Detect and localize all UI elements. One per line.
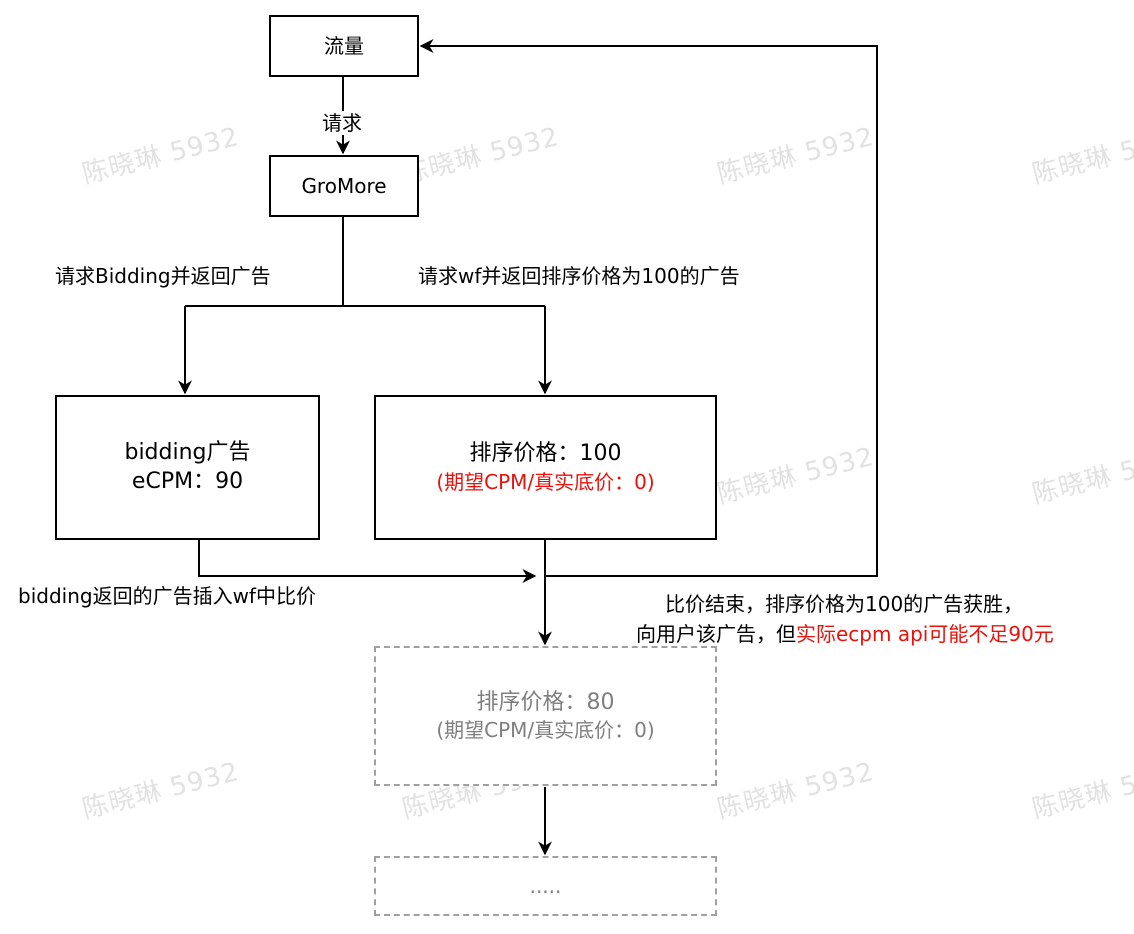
result-line-2-plain: 向用户该广告，但 <box>636 622 796 646</box>
label-request-wf: 请求wf并返回排序价格为100的广告 <box>418 264 740 288</box>
result-line-2-highlight: 实际ecpm api可能不足90元 <box>796 622 1054 646</box>
bidding-ad-ecpm: eCPM：90 <box>131 468 244 494</box>
label-request: 请求 <box>320 111 364 135</box>
node-traffic-label: 流量 <box>324 34 364 58</box>
node-gromore-label: GroMore <box>301 174 387 198</box>
node-wf-80: 排序价格：80 (期望CPM/真实底价：0) <box>374 646 717 786</box>
wf-80-price: 排序价格：80 <box>476 689 615 715</box>
wf-80-floor: (期望CPM/真实底价：0) <box>436 718 655 743</box>
result-line-1: 比价结束，排序价格为100的广告获胜， <box>665 592 1024 616</box>
node-traffic: 流量 <box>269 15 419 77</box>
wf-100-price: 排序价格：100 <box>469 441 622 467</box>
edge-loop-back <box>419 39 878 577</box>
bidding-ad-title: bidding广告 <box>124 439 251 465</box>
node-more: ..... <box>374 856 717 916</box>
wf-100-floor: (期望CPM/真实底价：0) <box>436 469 655 494</box>
node-bidding-ad: bidding广告 eCPM：90 <box>55 395 320 540</box>
edge-bidding-insert <box>198 539 537 583</box>
node-wf-100: 排序价格：100 (期望CPM/真实底价：0) <box>374 395 717 540</box>
label-bidding-insert: bidding返回的广告插入wf中比价 <box>18 584 316 608</box>
label-request-bidding: 请求Bidding并返回广告 <box>55 264 271 288</box>
node-gromore: GroMore <box>269 155 419 217</box>
result-line-2: 向用户该广告，但实际ecpm api可能不足90元 <box>636 622 1054 646</box>
more-ellipsis: ..... <box>529 874 562 898</box>
